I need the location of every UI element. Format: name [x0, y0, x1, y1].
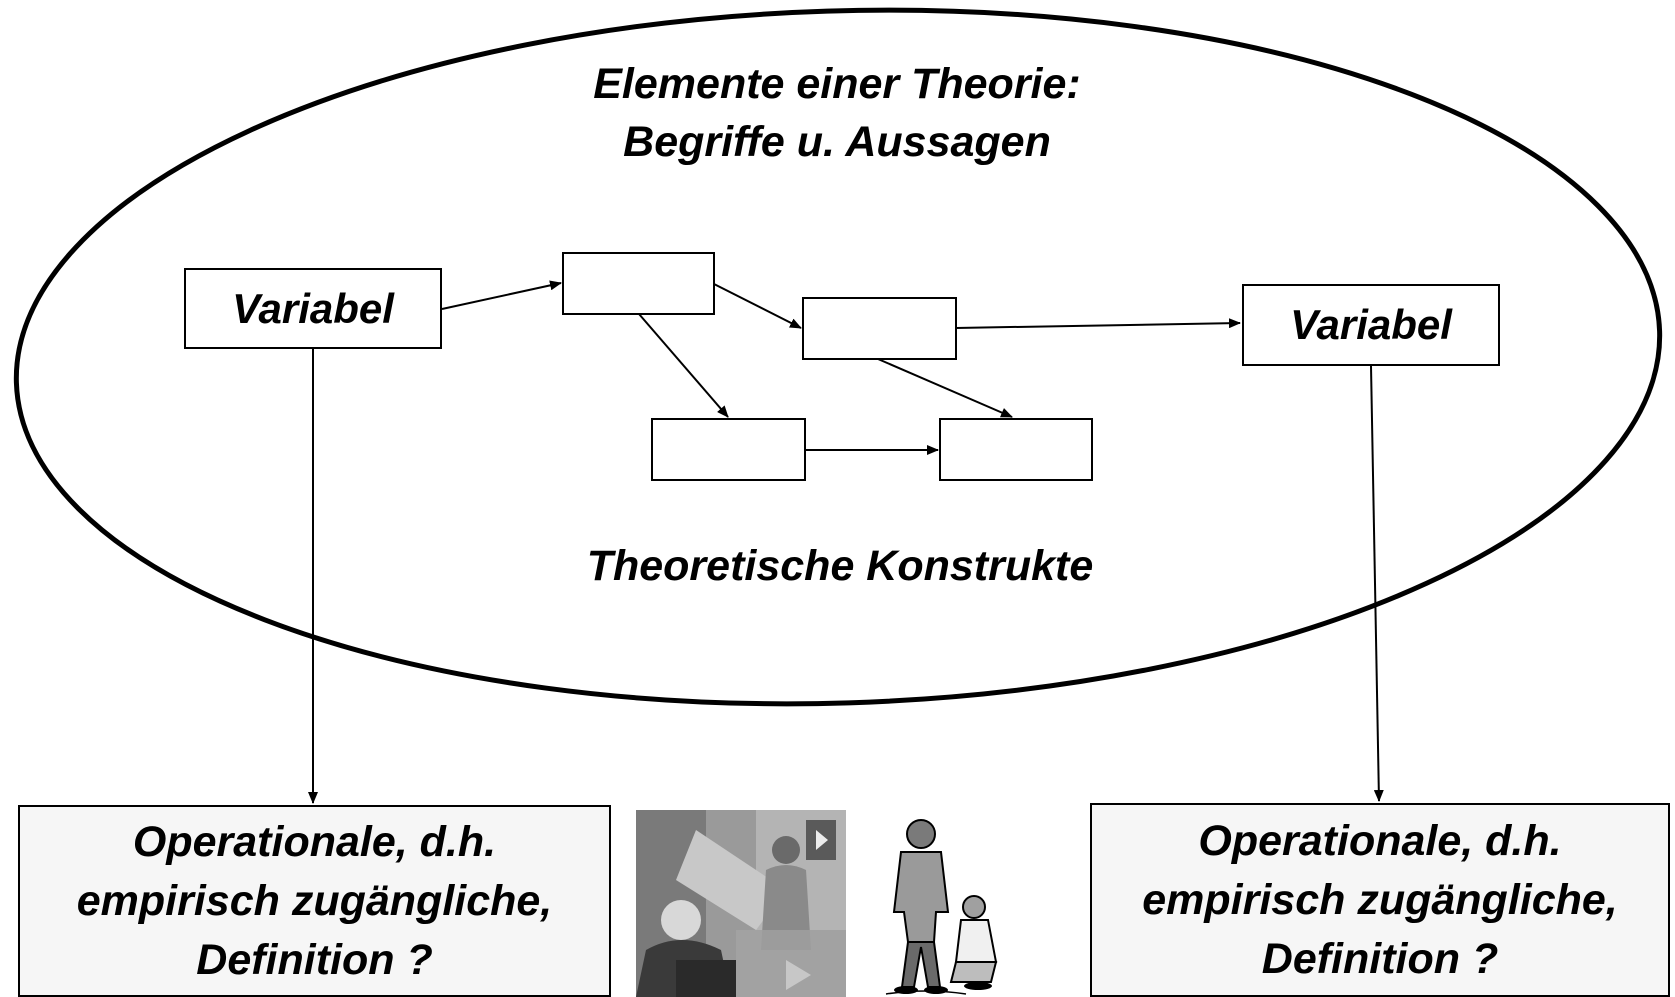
variable-label-left: Variabel	[232, 284, 394, 332]
operational-right-line-2: empirisch zugängliche,	[1142, 875, 1618, 924]
operational-box-left: Operationale, d.h. empirisch zugängliche…	[18, 805, 611, 997]
variable-box-left: Variabel	[184, 268, 442, 349]
construct-box-2	[802, 297, 957, 360]
operational-left-line-1: Operationale, d.h.	[132, 817, 497, 866]
arrow-variable-left-to-box1	[441, 280, 562, 310]
construct-box-1	[562, 252, 715, 315]
construct-box-4	[939, 418, 1093, 481]
arrow-box1-to-box3	[638, 313, 729, 418]
diagram-title: Elemente einer Theorie: Begriffe u. Auss…	[537, 55, 1137, 171]
theory-ellipse	[13, 7, 1663, 707]
arrow-box2-to-box4	[877, 358, 1013, 418]
arrow-box2-to-variable-right	[955, 318, 1241, 329]
arrow-variable-right-to-operational	[1370, 365, 1384, 802]
construct-box-3	[651, 418, 806, 481]
variable-label-right: Variabel	[1290, 301, 1452, 348]
arrow-box1-to-box2	[713, 283, 802, 329]
operational-box-right: Operationale, d.h. empirisch zugängliche…	[1090, 803, 1670, 997]
title-line-1: Elemente einer Theorie:	[593, 60, 1081, 108]
office-meeting-clipart	[636, 810, 846, 997]
operational-left-line-2: empirisch zugängliche,	[76, 876, 553, 925]
variable-box-right: Variabel	[1242, 284, 1500, 366]
operational-left-line-3: Definition ?	[196, 935, 433, 984]
operational-right-line-3: Definition ?	[1261, 934, 1499, 983]
title-line-2: Begriffe u. Aussagen	[623, 118, 1051, 166]
operational-right-line-1: Operationale, d.h.	[1198, 816, 1562, 865]
two-people-clipart	[885, 819, 998, 995]
construct-label: Theoretische Konstrukte	[586, 542, 1094, 590]
